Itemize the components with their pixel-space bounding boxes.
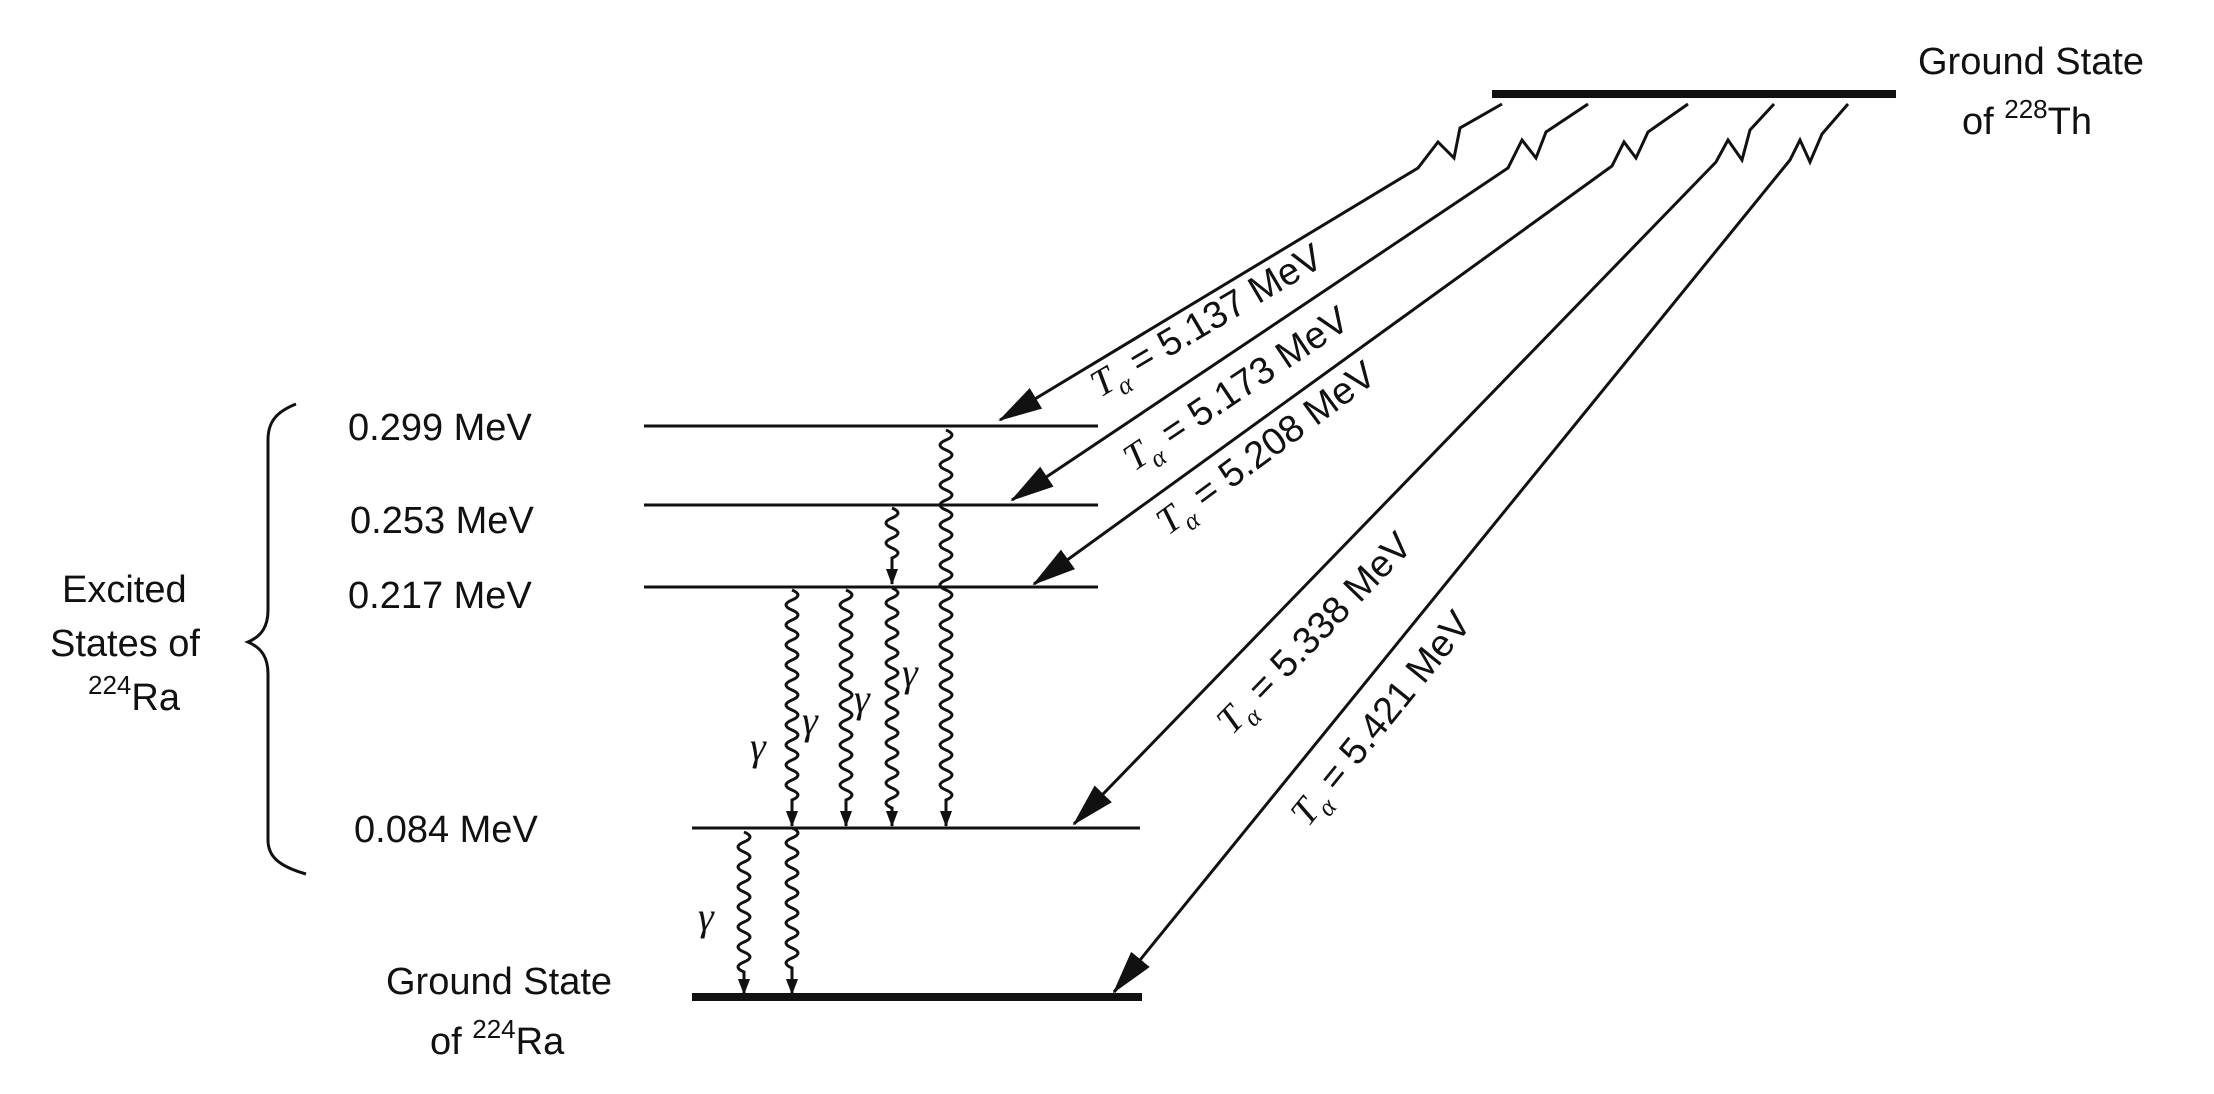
excited-states-brace — [244, 402, 307, 876]
gamma-label-4: γ — [902, 650, 919, 695]
excited-states-label-line2: States of — [50, 623, 200, 665]
gamma-arrow-0-084-to-ground — [736, 830, 752, 995]
gamma-arrow-0-253-to-0-084-b — [884, 586, 900, 827]
parent-state-nuclide: of 228Th — [1962, 94, 2092, 143]
alpha-arrow-5-338 — [1072, 102, 1776, 826]
gamma-arrow-0-253-to-0-084-a — [838, 588, 854, 827]
alpha-arrow-5-173 — [1010, 102, 1589, 502]
alpha-arrow-5-137 — [998, 102, 1503, 422]
energy-label-0-253: 0.253 MeV — [350, 500, 534, 542]
gamma-arrow-0-299-to-0-084 — [938, 428, 954, 827]
energy-label-0-299: 0.299 MeV — [348, 407, 532, 449]
gamma-arrow-0-217-to-0-084 — [784, 588, 800, 827]
energy-label-0-217: 0.217 MeV — [348, 575, 532, 617]
gamma-label-2: γ — [802, 698, 819, 743]
daughter-ground-label: Ground State — [386, 961, 612, 1003]
gamma-label-3: γ — [854, 676, 871, 721]
alpha-arrow-5-208 — [1032, 102, 1689, 586]
gamma-arrow-0-217-to-ground-a — [784, 826, 800, 995]
gamma-label-5: γ — [698, 894, 715, 939]
gamma-transitions — [736, 428, 954, 995]
parent-state-label: Ground State — [1918, 41, 2144, 83]
gamma-label-1: γ — [750, 724, 767, 769]
gamma-arrow-0-253-to-0-217 — [884, 506, 900, 585]
alpha-arrow-5-421 — [1112, 103, 1850, 994]
excited-states-label-line1: Excited — [62, 569, 187, 611]
energy-label-0-084: 0.084 MeV — [354, 809, 538, 851]
daughter-ground-nuclide: of 224Ra — [430, 1014, 565, 1063]
excited-states-nuclide: 224Ra — [88, 670, 181, 719]
